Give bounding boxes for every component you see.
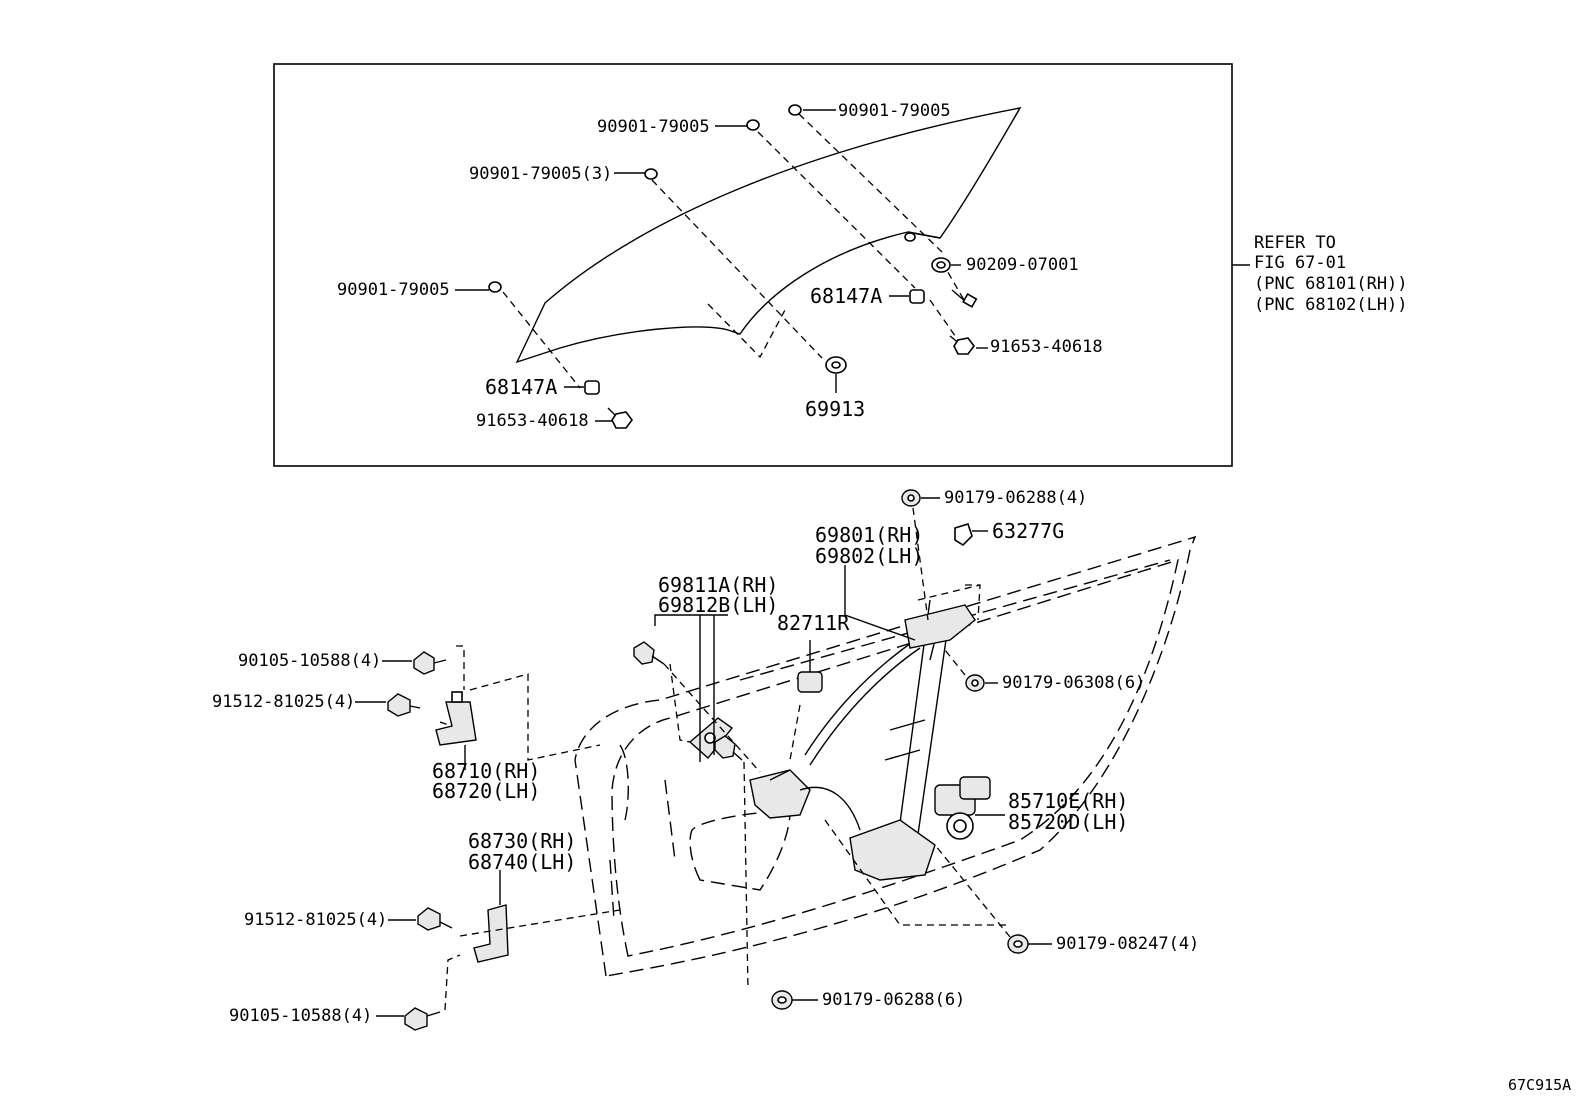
pad-69913-icon — [825, 356, 847, 374]
bolt-low-hinge-icon — [404, 1007, 441, 1031]
label-screw-top-hinge: 91512-81025(4) — [212, 692, 355, 712]
door-leaders — [355, 497, 1052, 1017]
door-glass-outline — [515, 107, 1022, 364]
glass-bolt-small-icon — [951, 289, 978, 308]
label-motor-lh: 85720D(LH) — [1008, 810, 1128, 834]
glass-guide-lines — [502, 113, 965, 389]
lower-hinge-icon — [473, 904, 509, 963]
clip-3-icon — [644, 168, 658, 180]
label-washer: 90209-07001 — [966, 255, 1079, 275]
label-nut-6308: 90179-06308(6) — [1002, 673, 1145, 693]
label-spacer-left: 68147A — [485, 375, 557, 399]
label-screw-low-hinge: 91512-81025(4) — [244, 910, 387, 930]
label-stopper-lh: 69812B(LH) — [658, 593, 778, 617]
label-clip-3: 90901-79005(3) — [469, 164, 612, 184]
ref-line2: FIG 67-01 — [1254, 253, 1346, 273]
bolt-stopper-lower-icon — [714, 735, 743, 761]
label-bolt-low-hinge: 90105-10588(4) — [229, 1006, 372, 1026]
window-motor-icon — [934, 776, 991, 840]
label-clip-left: 90901-79005 — [337, 280, 450, 300]
label-clip-63277g: 63277G — [992, 519, 1064, 543]
bolt-top-hinge-icon — [413, 651, 447, 675]
label-spacer-right: 68147A — [810, 284, 882, 308]
figure-code: 67C915A — [1508, 1076, 1571, 1094]
clip-left-icon — [488, 281, 502, 293]
nut-8247-icon — [1007, 934, 1029, 954]
screw-low-hinge-icon — [417, 907, 453, 931]
clip-top-mid-icon — [746, 119, 760, 131]
nut-6308-icon — [965, 674, 985, 692]
glass-hole-icon — [904, 232, 916, 242]
label-regulator-lh: 69802(LH) — [815, 544, 923, 568]
door-guide-lines — [439, 507, 1011, 1011]
label-stopper-rh: 69811A(RH) — [658, 573, 778, 597]
ref-line1: REFER TO — [1254, 233, 1336, 253]
washer-hole-icon — [936, 261, 946, 269]
label-clip-top-right: 90901-79005 — [838, 101, 951, 121]
label-upper-hinge-lh: 68720(LH) — [432, 779, 540, 803]
label-motor-rh: 85710E(RH) — [1008, 789, 1128, 813]
window-regulator-assembly — [749, 599, 976, 881]
regulator-drum-icon — [749, 769, 811, 819]
label-regulator-rh: 69801(RH) — [815, 523, 923, 547]
ref-line3: (PNC 68101(RH)) — [1254, 274, 1408, 294]
label-nut-bottom: 90179-06288(6) — [822, 990, 965, 1010]
clip-top-right-icon — [788, 104, 802, 116]
glass-leaders — [455, 109, 988, 422]
ref-line4: (PNC 68102(LH)) — [1254, 295, 1408, 315]
door-fasteners — [387, 489, 1029, 1031]
reference-note: REFER TO FIG 67-01 (PNC 68101(RH)) (PNC … — [1254, 233, 1408, 315]
label-82711r: 82711R — [777, 611, 850, 635]
label-bolt-right: 91653-40618 — [990, 337, 1103, 357]
upper-hinge-icon — [435, 691, 477, 746]
screw-top-hinge-icon — [387, 693, 421, 717]
spacer-left-icon — [584, 380, 600, 395]
label-bolt-top-hinge: 90105-10588(4) — [238, 651, 381, 671]
label-nut-8247: 90179-08247(4) — [1056, 934, 1199, 954]
label-clip-top-mid: 90901-79005 — [597, 117, 710, 137]
label-nut-top: 90179-06288(4) — [944, 488, 1087, 508]
spacer-right-icon — [909, 289, 925, 304]
label-lower-hinge-lh: 68740(LH) — [468, 850, 576, 874]
label-bolt-left: 91653-40618 — [476, 411, 589, 431]
label-pad: 69913 — [805, 397, 865, 421]
bolt-right-icon — [949, 335, 975, 355]
bolt-left-icon — [607, 407, 633, 429]
regulator-lower-bracket-icon — [849, 819, 936, 881]
clamp-82711r-icon — [797, 671, 823, 693]
label-upper-hinge-rh: 68710(RH) — [432, 759, 540, 783]
nut-top-icon — [901, 489, 921, 507]
glass-parts — [488, 104, 978, 429]
clip-63277g-icon — [954, 523, 973, 547]
bolt-stopper-upper-icon — [633, 641, 665, 665]
nut-bottom-icon — [771, 990, 793, 1010]
label-lower-hinge-rh: 68730(RH) — [468, 829, 576, 853]
regulator-upper-bracket-icon — [904, 604, 976, 649]
